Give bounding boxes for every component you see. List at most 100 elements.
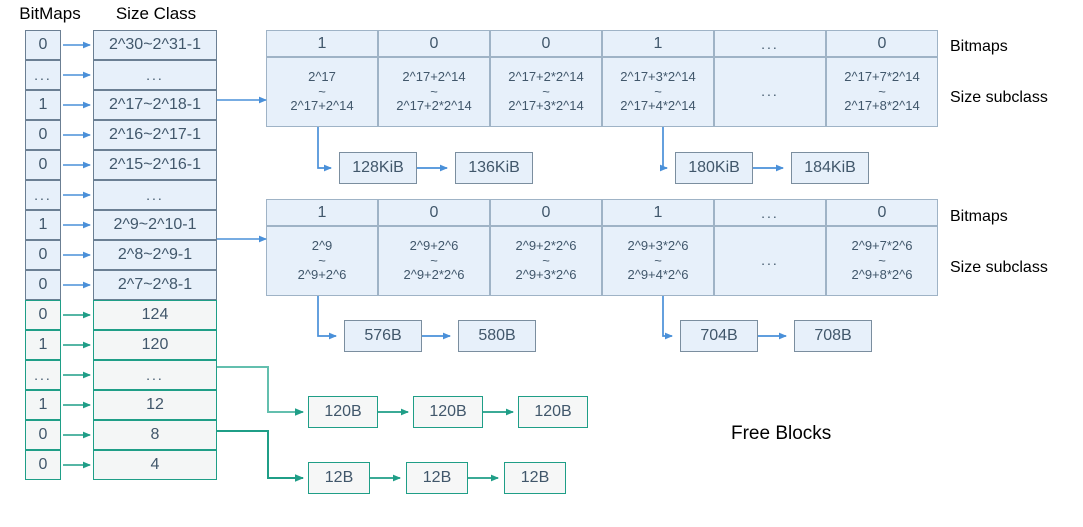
free-block-node[interactable]: 120B xyxy=(308,396,378,428)
subclass-bitmap-cell[interactable]: 0 xyxy=(378,199,490,226)
subclass-bitmap-cell[interactable]: 0 xyxy=(378,30,490,57)
subclass-range-from: 2^17+2^14 xyxy=(402,69,466,85)
subclass-range-tilde: ~ xyxy=(878,83,886,99)
size-class-cell[interactable]: 2^15~2^16-1 xyxy=(93,150,217,180)
bitmap-cell[interactable]: 0 xyxy=(25,150,61,180)
free-block-node[interactable]: 12B xyxy=(308,462,370,494)
subclass-range-ellipsis: ... xyxy=(761,83,779,100)
subclass-range-to: 2^9+4*2^6 xyxy=(627,267,689,283)
subclass-range-tilde: ~ xyxy=(542,252,550,268)
bitmap-cell[interactable]: 0 xyxy=(25,270,61,300)
subclass-range-cell[interactable]: 2^17~2^17+2^14 xyxy=(266,57,378,127)
size-class-cell[interactable]: 124 xyxy=(93,300,217,330)
bitmap-cell[interactable]: 0 xyxy=(25,240,61,270)
bitmap-cell[interactable]: 1 xyxy=(25,210,61,240)
subclass-range-tilde: ~ xyxy=(318,83,326,99)
subclass-bitmap-cell[interactable]: 0 xyxy=(490,199,602,226)
subclass-range-from: 2^17+2*2^14 xyxy=(508,69,584,85)
free-block-node[interactable]: 12B xyxy=(406,462,468,494)
bitmap-cell[interactable]: 0 xyxy=(25,120,61,150)
size-class-cell[interactable]: 2^9~2^10-1 xyxy=(93,210,217,240)
subclass-bitmap-cell[interactable]: 1 xyxy=(266,199,378,226)
size-class-cell[interactable]: ... xyxy=(93,360,217,390)
subclass-bitmap-cell[interactable]: 0 xyxy=(826,30,938,57)
subclass-range-tilde: ~ xyxy=(430,83,438,99)
size-class-cell[interactable]: 2^7~2^8-1 xyxy=(93,270,217,300)
free-block-node[interactable]: 128KiB xyxy=(339,152,417,184)
size-class-cell[interactable]: 2^16~2^17-1 xyxy=(93,120,217,150)
size-class-column-header: Size Class xyxy=(115,4,197,23)
size-subclass-row-label-small: Size subclass xyxy=(950,259,1048,276)
subclass-range-tilde: ~ xyxy=(654,83,662,99)
free-block-node[interactable]: 580B xyxy=(458,320,536,352)
subclass-range-tilde: ~ xyxy=(318,252,326,268)
free-block-node[interactable]: 576B xyxy=(344,320,422,352)
subclass-range-cell[interactable]: 2^17+3*2^14~2^17+4*2^14 xyxy=(602,57,714,127)
size-class-cell[interactable]: 120 xyxy=(93,330,217,360)
subclass-range-from: 2^17+7*2^14 xyxy=(844,69,920,85)
subclass-range-cell[interactable]: ... xyxy=(714,57,826,127)
bitmap-cell[interactable]: 1 xyxy=(25,330,61,360)
subclass-bitmap-cell[interactable]: 0 xyxy=(490,30,602,57)
size-class-cell[interactable]: ... xyxy=(93,180,217,210)
bitmap-cell[interactable]: ... xyxy=(25,60,61,90)
subclass-range-from: 2^9 xyxy=(311,238,333,254)
subclass-bitmap-cell[interactable]: 1 xyxy=(266,30,378,57)
bitmap-cell[interactable]: 1 xyxy=(25,90,61,120)
subclass-bitmap-cell[interactable]: 1 xyxy=(602,30,714,57)
subclass-range-to: 2^9+8*2^6 xyxy=(851,267,913,283)
free-block-node[interactable]: 184KiB xyxy=(791,152,869,184)
bitmap-cell[interactable]: 0 xyxy=(25,420,61,450)
subclass-range-to: 2^17+8*2^14 xyxy=(844,98,920,114)
free-blocks-caption: Free Blocks xyxy=(731,423,832,444)
subclass-range-cell[interactable]: 2^9+3*2^6~2^9+4*2^6 xyxy=(602,226,714,296)
subclass-range-to: 2^17+2*2^14 xyxy=(396,98,472,114)
bitmap-cell[interactable]: 0 xyxy=(25,300,61,330)
size-class-cell[interactable]: 12 xyxy=(93,390,217,420)
size-class-cell[interactable]: ... xyxy=(93,60,217,90)
subclass-range-to: 2^9+3*2^6 xyxy=(515,267,577,283)
subclass-range-tilde: ~ xyxy=(878,252,886,268)
subclass-range-from: 2^9+2^6 xyxy=(409,238,459,254)
size-class-cell[interactable]: 2^30~2^31-1 xyxy=(93,30,217,60)
free-block-node[interactable]: 12B xyxy=(504,462,566,494)
subclass-bitmap-cell[interactable]: ... xyxy=(714,30,826,57)
subclass-bitmap-cell[interactable]: 1 xyxy=(602,199,714,226)
size-class-cell[interactable]: 2^17~2^18-1 xyxy=(93,90,217,120)
free-block-node[interactable]: 120B xyxy=(413,396,483,428)
bitmap-cell[interactable]: 0 xyxy=(25,450,61,480)
free-block-node[interactable]: 136KiB xyxy=(455,152,533,184)
subclass-range-cell[interactable]: 2^17+2*2^14~2^17+3*2^14 xyxy=(490,57,602,127)
size-class-cell[interactable]: 2^8~2^9-1 xyxy=(93,240,217,270)
subclass-bitmap-cell[interactable]: 0 xyxy=(826,199,938,226)
bitmap-cell[interactable]: 0 xyxy=(25,30,61,60)
bitmap-cell[interactable]: ... xyxy=(25,180,61,210)
subclass-range-tilde: ~ xyxy=(654,252,662,268)
bitmaps-row-label-large: Bitmaps xyxy=(950,38,1008,55)
subclass-range-cell[interactable]: 2^9+7*2^6~2^9+8*2^6 xyxy=(826,226,938,296)
free-block-node[interactable]: 708B xyxy=(794,320,872,352)
subclass-range-to: 2^9+2^6 xyxy=(297,267,347,283)
subclass-bitmap-cell[interactable]: ... xyxy=(714,199,826,226)
subclass-range-cell[interactable]: 2^9+2*2^6~2^9+3*2^6 xyxy=(490,226,602,296)
size-class-cell[interactable]: 4 xyxy=(93,450,217,480)
free-block-node[interactable]: 180KiB xyxy=(675,152,753,184)
subclass-range-to: 2^17+2^14 xyxy=(290,98,354,114)
size-class-cell[interactable]: 8 xyxy=(93,420,217,450)
subclass-range-tilde: ~ xyxy=(542,83,550,99)
subclass-range-from: 2^17+3*2^14 xyxy=(620,69,696,85)
bitmap-cell[interactable]: 1 xyxy=(25,390,61,420)
subclass-range-cell[interactable]: 2^17+2^14~2^17+2*2^14 xyxy=(378,57,490,127)
free-block-node[interactable]: 120B xyxy=(518,396,588,428)
subclass-range-from: 2^9+3*2^6 xyxy=(627,238,689,254)
bitmap-cell[interactable]: ... xyxy=(25,360,61,390)
subclass-range-from: 2^9+7*2^6 xyxy=(851,238,913,254)
free-block-node[interactable]: 704B xyxy=(680,320,758,352)
subclass-range-cell[interactable]: 2^17+7*2^14~2^17+8*2^14 xyxy=(826,57,938,127)
subclass-range-cell[interactable]: 2^9~2^9+2^6 xyxy=(266,226,378,296)
subclass-range-cell[interactable]: ... xyxy=(714,226,826,296)
bitmaps-row-label-small: Bitmaps xyxy=(950,208,1008,225)
subclass-range-cell[interactable]: 2^9+2^6~2^9+2*2^6 xyxy=(378,226,490,296)
subclass-range-tilde: ~ xyxy=(430,252,438,268)
subclass-range-ellipsis: ... xyxy=(761,252,779,269)
